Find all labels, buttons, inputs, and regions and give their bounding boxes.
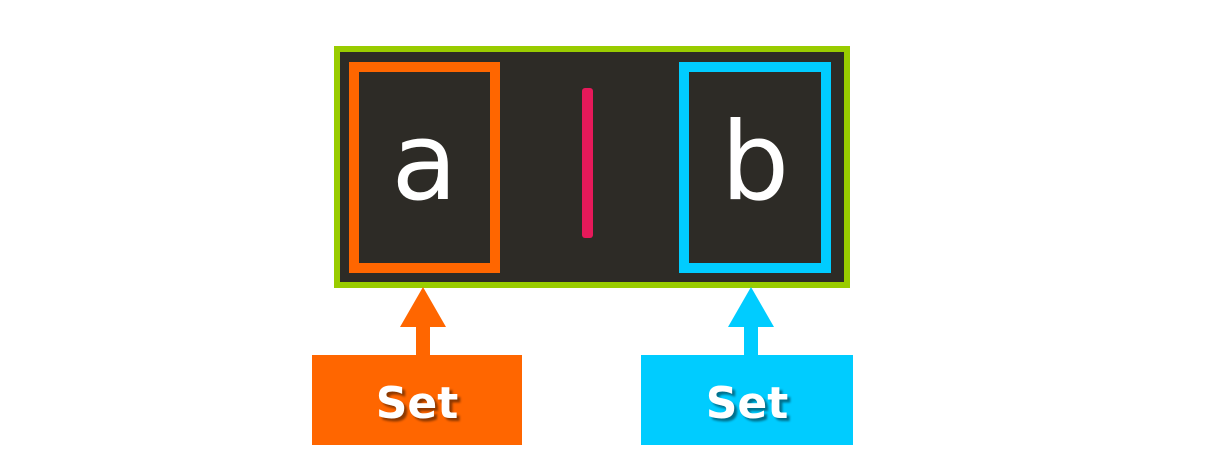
right-set-letter: b xyxy=(720,99,790,225)
left-arrow-icon xyxy=(400,287,446,357)
right-set-label-box: Set xyxy=(641,355,853,445)
right-set-box: b xyxy=(679,62,831,273)
left-set-box: a xyxy=(349,62,500,273)
right-set-label: Set xyxy=(705,377,789,429)
pipe-separator xyxy=(582,88,593,238)
left-set-label: Set xyxy=(375,377,459,429)
right-arrow-icon xyxy=(728,287,774,357)
left-set-letter: a xyxy=(391,99,458,225)
left-set-label-box: Set xyxy=(312,355,522,445)
